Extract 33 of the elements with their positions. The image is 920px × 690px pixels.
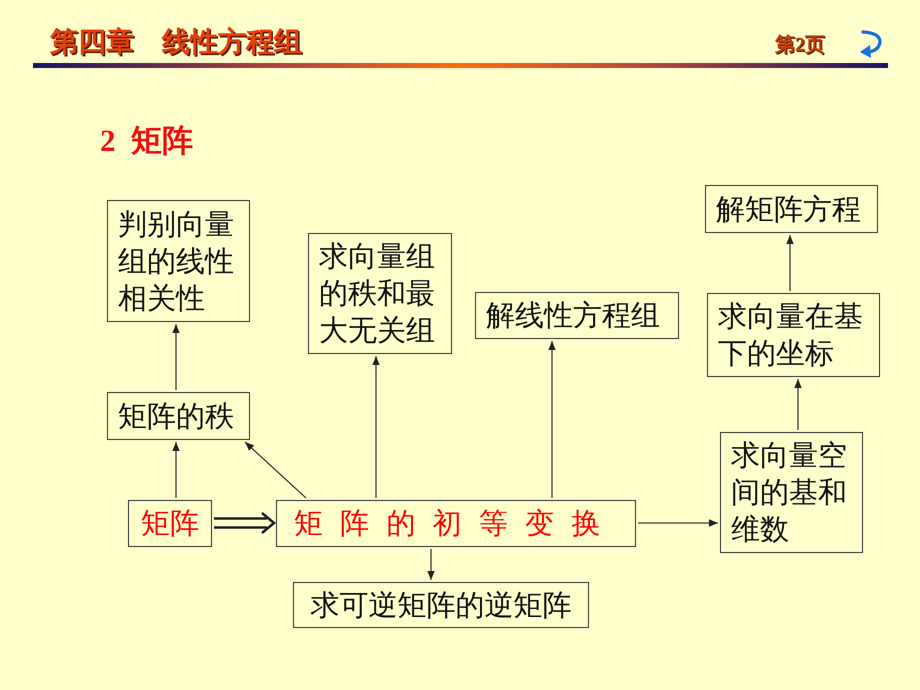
process-label: 解线性方程组 — [486, 297, 660, 334]
process-label: 解矩阵方程 — [716, 190, 861, 228]
process-box — [276, 500, 636, 547]
process-label: 求向量空间的基和维数 — [731, 437, 848, 548]
process-label: 求向量在基下的坐标 — [718, 298, 864, 372]
process-box — [475, 292, 679, 339]
process-box — [720, 432, 863, 553]
process-box — [128, 500, 212, 547]
process-box — [107, 392, 250, 440]
arrow — [638, 519, 718, 527]
process-label: 求可逆矩阵的逆矩阵 — [310, 586, 572, 624]
process-label: 矩阵 — [141, 505, 199, 542]
arrow — [372, 356, 380, 498]
process-label: 矩阵的秩 — [118, 398, 234, 434]
process-label: 判别向量组的线性相关性 — [118, 206, 235, 316]
page-number: 第2页 — [775, 33, 825, 57]
process-box — [308, 233, 452, 354]
arrow — [172, 442, 180, 498]
process-label: 矩 阵 的 初 等 变 换 — [294, 505, 600, 542]
process-label: 求向量组的秩和最大无关组 — [319, 238, 436, 349]
arrow — [786, 235, 794, 291]
process-box — [293, 582, 589, 628]
arrow — [794, 379, 802, 430]
section-heading: 2 矩阵 — [100, 122, 193, 160]
arrow — [172, 324, 180, 390]
arrow — [548, 341, 556, 498]
process-box — [107, 200, 250, 322]
chapter-title: 第四章 线性方程组 — [50, 26, 302, 60]
arrow — [427, 549, 435, 580]
double-arrow — [212, 512, 276, 534]
process-box — [707, 293, 880, 377]
process-box — [705, 185, 878, 233]
arrow — [244, 442, 306, 498]
